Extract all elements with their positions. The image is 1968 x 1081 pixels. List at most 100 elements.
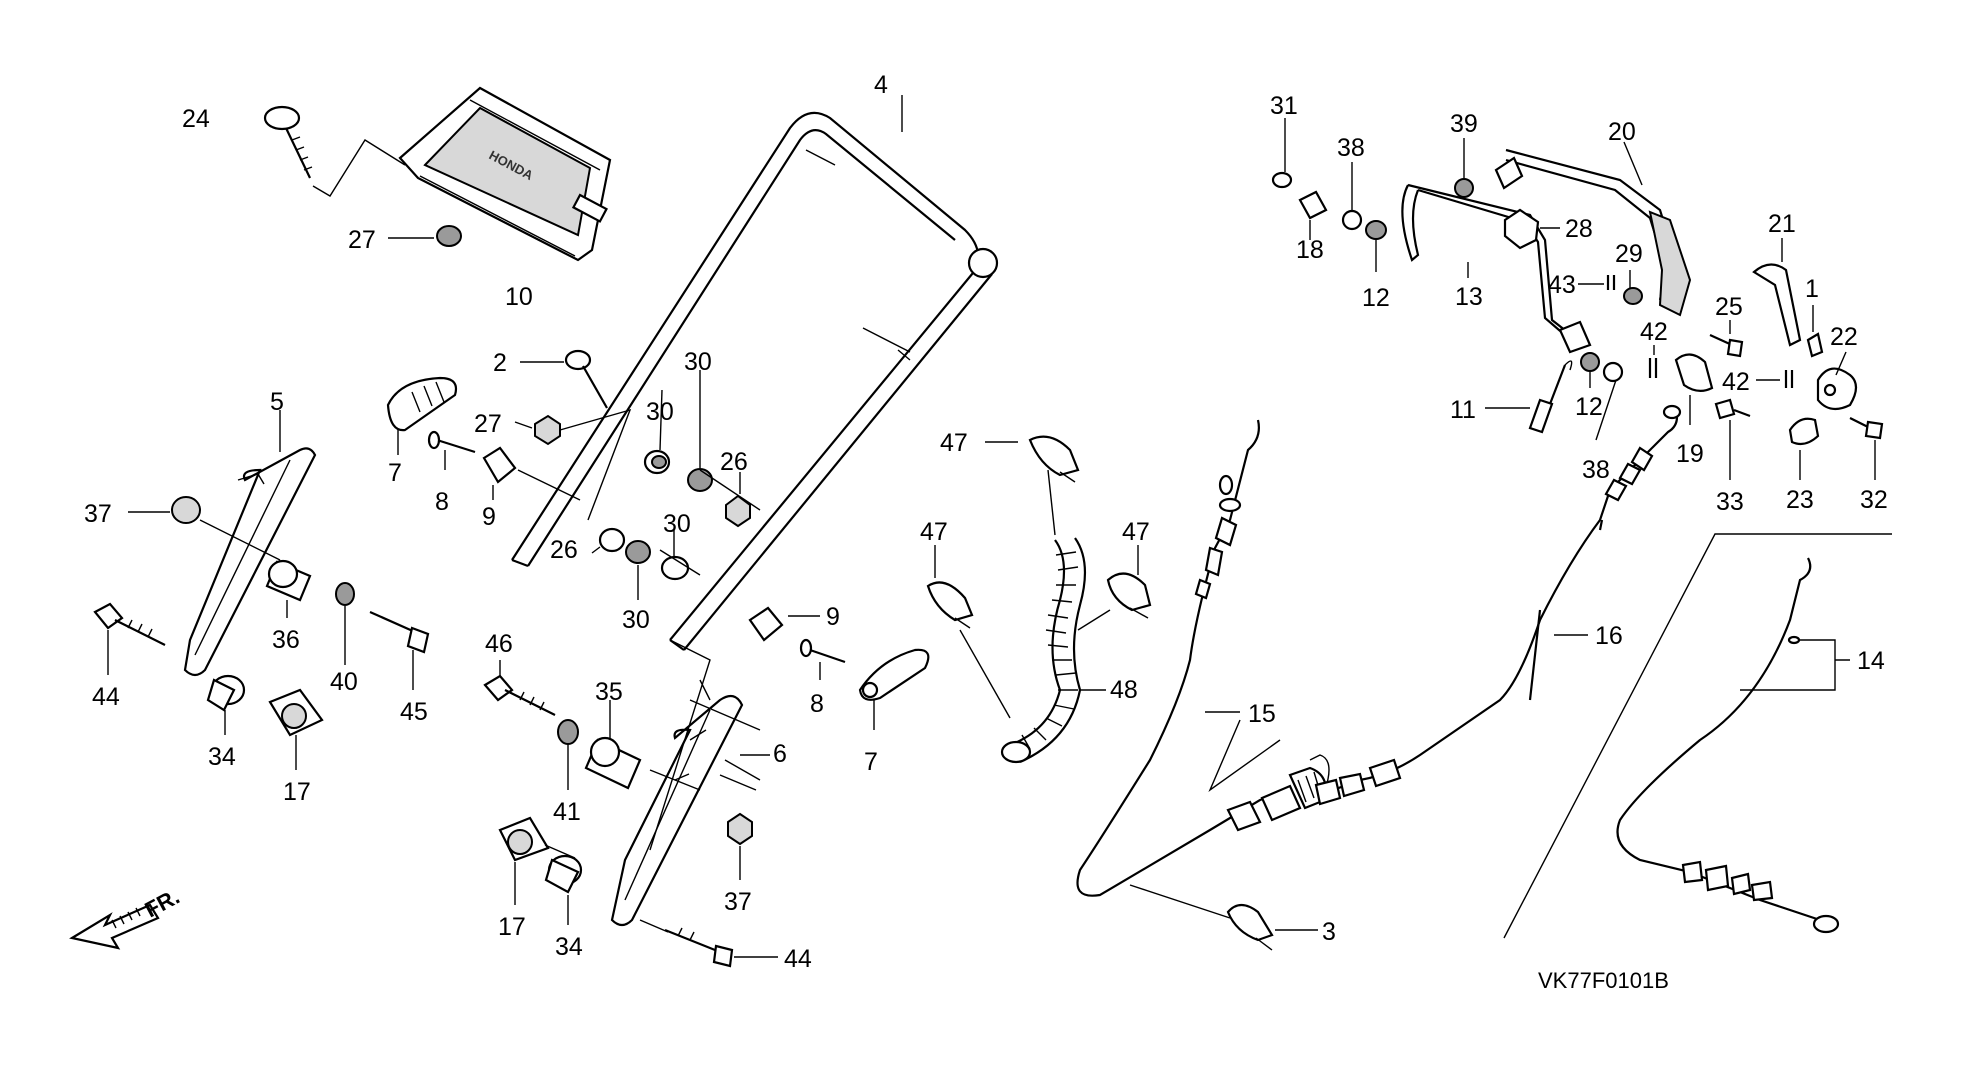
- callout-47: 47: [1122, 518, 1150, 546]
- cable-clip-part-47b: [926, 581, 974, 629]
- handle-bracket-part-5: [183, 447, 317, 677]
- callout-7: 7: [864, 748, 878, 776]
- callout-46: 46: [485, 630, 513, 658]
- handle-bracket-part-6: [610, 639, 761, 927]
- callout-2: 2: [493, 349, 507, 377]
- callout-14: 14: [1857, 647, 1885, 675]
- pin-part-31: [1271, 171, 1293, 189]
- callout-17: 17: [283, 778, 311, 806]
- bolt-part-2: [564, 349, 608, 409]
- washer-part-9a: [482, 446, 517, 484]
- callout-11: 11: [1450, 396, 1476, 424]
- collar-part-34b: [544, 854, 583, 894]
- bolt-part-44b: [664, 927, 734, 968]
- clip-part-1: [1806, 332, 1824, 358]
- control-cable-part-15: [1076, 419, 1330, 897]
- callout-18: 18: [1296, 236, 1324, 264]
- washer-part-38a: [1341, 209, 1363, 231]
- collar-part-34a: [206, 674, 246, 712]
- spring-part-11: [1528, 360, 1573, 434]
- callout-43: 43: [1548, 271, 1576, 299]
- callout-29: 29: [1615, 240, 1643, 268]
- callout-labels: 24 27 10 4 2 27 30 30 26 7 8 9 26 30 30 …: [84, 71, 1888, 993]
- nut-part-37a: [171, 496, 201, 524]
- callout-6: 6: [773, 740, 787, 768]
- callout-36: 36: [272, 626, 300, 654]
- nut-part-39: [1454, 178, 1474, 198]
- lever-part-21: [1752, 263, 1802, 347]
- upper-handle-part-4: [511, 111, 999, 651]
- callout-42: 42: [1640, 318, 1668, 346]
- bolt-part-32: [1849, 417, 1884, 440]
- callout-21: 21: [1768, 210, 1796, 238]
- clip-part-23: [1788, 417, 1820, 446]
- callout-8: 8: [810, 690, 824, 718]
- nut-part-37b: [727, 812, 753, 846]
- callout-7: 7: [388, 459, 402, 487]
- callout-10: 10: [505, 283, 533, 311]
- washer-part-38b: [1602, 361, 1624, 383]
- collar-part-35: [584, 736, 642, 790]
- callout-15: 15: [1248, 700, 1276, 728]
- screw-part-24: [263, 105, 406, 197]
- washer-part-40: [335, 582, 355, 606]
- section-divider: [1503, 533, 1892, 939]
- control-cable-part-14: [1616, 557, 1840, 934]
- callout-9: 9: [826, 603, 840, 631]
- callout-27: 27: [348, 226, 376, 254]
- clip-part-22: [1816, 367, 1858, 411]
- nut-part-17b: [498, 816, 550, 862]
- pin-part-42a: [1648, 358, 1658, 378]
- washer-part-30d: [660, 555, 690, 581]
- callout-47: 47: [920, 518, 948, 546]
- callout-33: 33: [1716, 488, 1744, 516]
- front-direction-arrow: [69, 903, 160, 950]
- callout-30: 30: [663, 510, 691, 538]
- callout-26: 26: [550, 536, 578, 564]
- callout-4: 4: [874, 71, 888, 99]
- callout-42: 42: [1722, 368, 1750, 396]
- callout-17: 17: [498, 913, 526, 941]
- callout-24: 24: [182, 105, 210, 133]
- callout-34: 34: [208, 743, 236, 771]
- callout-1: 1: [1805, 275, 1819, 303]
- lever-knob-part-7b: [858, 648, 930, 701]
- washer-part-41: [557, 719, 579, 745]
- washer-part-30a: [643, 449, 671, 475]
- callout-22: 22: [1830, 323, 1858, 351]
- washer-part-12a: [1365, 220, 1387, 240]
- washer-part-30c: [625, 540, 651, 564]
- callout-48: 48: [1110, 676, 1138, 704]
- callout-44: 44: [784, 945, 812, 973]
- bolt-part-8a: [427, 430, 476, 454]
- callout-47: 47: [940, 429, 968, 457]
- nut-part-28: [1503, 208, 1540, 250]
- callout-12: 12: [1575, 393, 1603, 421]
- lever-knob-part-7a: [386, 376, 458, 432]
- pin-part-43: [1606, 275, 1616, 290]
- lever-part-19: [1674, 353, 1714, 392]
- control-cable-part-16: [1314, 404, 1682, 806]
- handle-cover-part-10: HONDA: [398, 86, 612, 262]
- nut-part-17a: [268, 688, 324, 737]
- washer-part-30b: [687, 468, 713, 492]
- callout-12: 12: [1362, 284, 1390, 312]
- bolt-part-25: [1709, 333, 1744, 358]
- callout-41: 41: [553, 798, 581, 826]
- callout-13: 13: [1455, 283, 1483, 311]
- callout-32: 32: [1860, 486, 1888, 514]
- callout-25: 25: [1715, 293, 1743, 321]
- callout-23: 23: [1786, 486, 1814, 514]
- callout-9: 9: [482, 503, 496, 531]
- callout-37: 37: [724, 888, 752, 916]
- callout-28: 28: [1565, 215, 1593, 243]
- callout-3: 3: [1322, 918, 1336, 946]
- callout-16: 16: [1595, 622, 1623, 650]
- collar-part-36: [265, 559, 312, 602]
- clip-part-18: [1298, 190, 1328, 220]
- callout-30: 30: [684, 348, 712, 376]
- pin-part-42b: [1784, 370, 1794, 388]
- callout-45: 45: [400, 698, 428, 726]
- bolt-part-45: [369, 610, 430, 654]
- nut-part-29: [1623, 287, 1643, 305]
